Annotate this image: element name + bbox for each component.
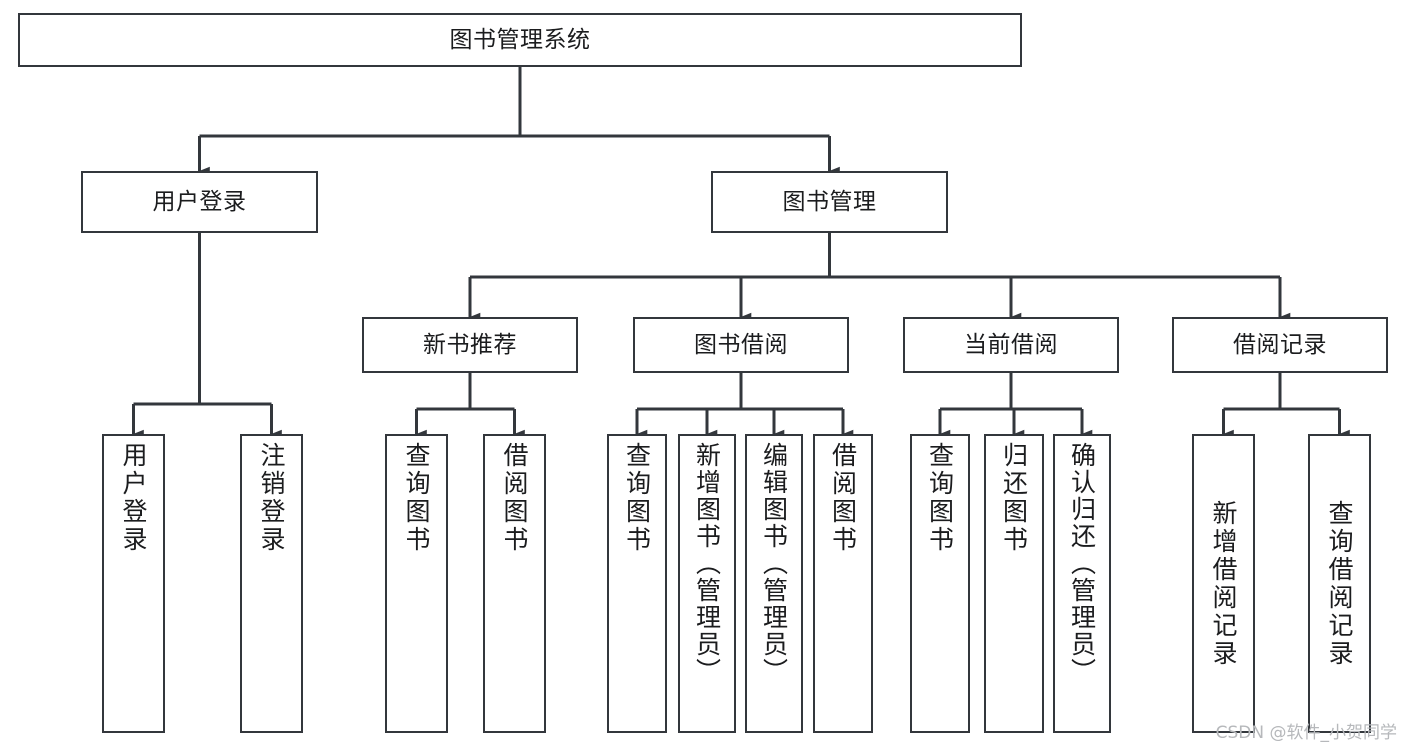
node-leaf-query-book-1[interactable]: 查询图书 [385,434,448,733]
node-label: 注销登录 [257,442,286,554]
node-label: 用户登录 [119,442,148,554]
node-label: 图书借阅 [694,331,788,358]
node-book-manage[interactable]: 图书管理 [711,171,948,233]
node-user-login[interactable]: 用户登录 [81,171,318,233]
node-label: 归还图书 [999,442,1029,554]
node-label: 编辑图书（管理员） [759,442,789,685]
node-label: 用户登录 [152,188,247,215]
node-leaf-query-record[interactable]: 查询借阅记录 [1308,434,1371,733]
node-current-borrow[interactable]: 当前借阅 [903,317,1119,373]
node-label: 确认归还（管理员） [1067,442,1097,685]
node-root[interactable]: 图书管理系统 [18,13,1022,67]
node-label: 借阅图书 [828,442,858,554]
node-leaf-query-book-2[interactable]: 查询图书 [607,434,667,733]
node-label: 查询图书 [622,442,652,554]
node-leaf-add-book[interactable]: 新增图书（管理员） [678,434,736,733]
node-label: 借阅图书 [500,442,529,554]
node-label: 图书管理 [782,188,877,215]
node-leaf-user-login[interactable]: 用户登录 [102,434,165,733]
node-leaf-borrow-book-1[interactable]: 借阅图书 [483,434,546,733]
node-leaf-add-record[interactable]: 新增借阅记录 [1192,434,1255,733]
node-book-borrow[interactable]: 图书借阅 [633,317,849,373]
node-leaf-user-logout[interactable]: 注销登录 [240,434,303,733]
node-new-book-rec[interactable]: 新书推荐 [362,317,578,373]
watermark-text: CSDN @软件_小贺同学 [1215,723,1397,743]
node-label: 当前借阅 [964,331,1058,358]
node-leaf-edit-book[interactable]: 编辑图书（管理员） [745,434,803,733]
node-label: 新增图书（管理员） [692,442,722,685]
node-borrow-record[interactable]: 借阅记录 [1172,317,1388,373]
node-leaf-confirm-return[interactable]: 确认归还（管理员） [1053,434,1111,733]
node-label: 查询图书 [925,442,955,554]
node-leaf-borrow-book-2[interactable]: 借阅图书 [813,434,873,733]
node-label: 新增借阅记录 [1209,499,1238,668]
node-leaf-query-book-3[interactable]: 查询图书 [910,434,970,733]
node-label: 借阅记录 [1233,331,1327,358]
node-label: 新书推荐 [423,331,517,358]
node-label: 查询图书 [402,442,431,554]
node-label: 图书管理系统 [449,26,591,53]
node-leaf-return-book[interactable]: 归还图书 [984,434,1044,733]
node-label: 查询借阅记录 [1325,499,1354,668]
